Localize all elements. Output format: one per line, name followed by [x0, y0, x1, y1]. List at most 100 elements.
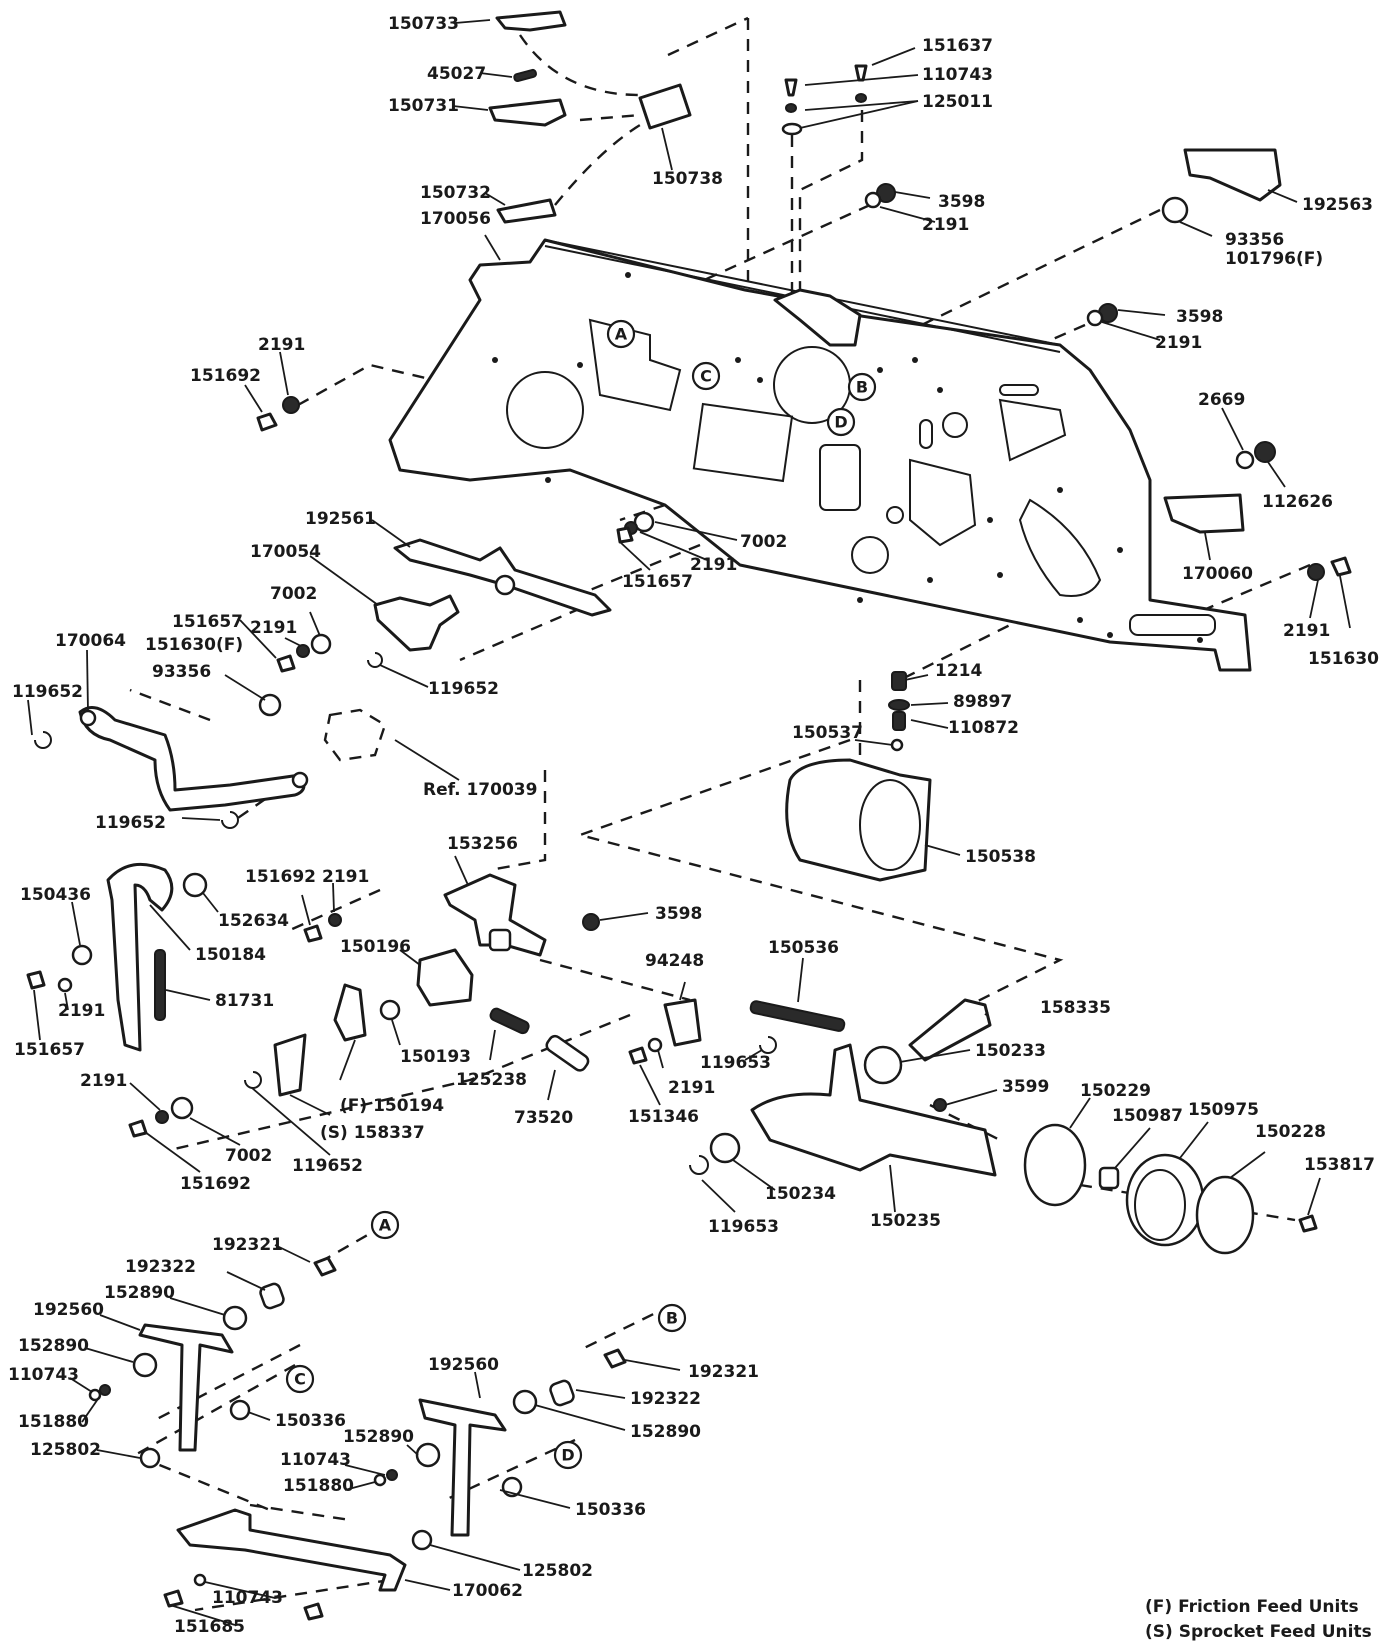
label-150536: 150536 [768, 938, 839, 958]
part-number-labels: 150733 45027 150731 150738 150732 170056… [8, 14, 1379, 1637]
label-150184: 150184 [195, 945, 266, 965]
label-150733: 150733 [388, 14, 459, 34]
label-192560-a: 192560 [33, 1300, 104, 1320]
label-3598-a: 3598 [938, 192, 985, 212]
label-ref-170039: Ref. 170039 [423, 780, 537, 800]
label-2191-c: 2191 [258, 335, 305, 355]
bracket-153256 [443, 873, 547, 957]
label-170056: 170056 [420, 209, 491, 229]
label-2191-d: 2191 [690, 555, 737, 575]
label-192322-a: 192322 [125, 1257, 196, 1277]
label-110743-b: 110743 [280, 1450, 351, 1470]
label-110743-top: 110743 [922, 65, 993, 85]
callout-c-plate: C [700, 367, 712, 386]
label-2191-g: 2191 [322, 867, 369, 887]
callout-d-plate: D [834, 413, 847, 432]
label-153817: 153817 [1304, 1155, 1375, 1175]
label-151880-b: 151880 [283, 1476, 354, 1496]
label-73520: 73520 [514, 1108, 573, 1128]
label-150731: 150731 [388, 96, 459, 116]
label-170054: 170054 [250, 542, 321, 562]
label-93356-b: 93356 [152, 662, 211, 682]
screw-151637-a [784, 78, 798, 97]
label-151657-b: 151657 [172, 612, 243, 632]
solenoid-150538 [785, 671, 932, 882]
label-150234: 150234 [765, 1184, 836, 1204]
legend-friction: (F) Friction Feed Units [1145, 1597, 1359, 1617]
label-125238: 125238 [456, 1070, 527, 1090]
label-3598-c: 3598 [655, 904, 702, 924]
side-plate-170056 [388, 238, 1252, 672]
label-119652-b: 119652 [428, 679, 499, 699]
callout-d-lower: D [561, 1446, 574, 1465]
label-150235: 150235 [870, 1211, 941, 1231]
link-170064 [78, 706, 306, 812]
label-170064: 170064 [55, 631, 126, 651]
bracket-170062 [176, 1508, 407, 1592]
legend: (F) Friction Feed Units (S) Sprocket Fee… [1145, 1597, 1372, 1642]
label-150975: 150975 [1188, 1100, 1259, 1120]
label-89897: 89897 [953, 692, 1012, 712]
label-150336-a: 150336 [275, 1411, 346, 1431]
callout-a-plate: A [615, 325, 628, 344]
spring-150536 [749, 1000, 846, 1032]
linkage-assembly [34, 511, 655, 829]
label-150987: 150987 [1112, 1106, 1183, 1126]
label-150193: 150193 [400, 1047, 471, 1067]
label-151637: 151637 [922, 36, 993, 56]
label-2191-f: 2191 [1283, 621, 1330, 641]
label-3599: 3599 [1002, 1077, 1049, 1097]
top-small-parts [256, 10, 1352, 581]
bracket-150733 [495, 10, 567, 32]
label-1214: 1214 [935, 661, 982, 681]
label-7002-b: 7002 [270, 584, 317, 604]
screw-151630 [1330, 556, 1352, 577]
label-152890-d: 152890 [343, 1427, 414, 1447]
plate-callouts: A C B D [606, 319, 877, 437]
label-150537: 150537 [792, 723, 863, 743]
label-151630f: 151630(F) [145, 635, 243, 655]
spring-45027 [513, 68, 537, 83]
label-151685: 151685 [174, 1617, 245, 1637]
plate-170054 [373, 594, 460, 652]
label-2191-i: 2191 [668, 1078, 715, 1098]
label-2191-h: 2191 [58, 1001, 105, 1021]
label-150194f: (F) 150194 [340, 1096, 444, 1116]
disc-150228 [1195, 1175, 1255, 1255]
screw-151637-b [854, 64, 868, 82]
label-192321-a: 192321 [212, 1235, 283, 1255]
label-150538: 150538 [965, 847, 1036, 867]
label-151657-a: 151657 [622, 572, 693, 592]
label-110743-c: 110743 [212, 1588, 283, 1608]
label-112626: 112626 [1262, 492, 1333, 512]
label-125802-b: 125802 [522, 1561, 593, 1581]
paper-guide-group [88, 1256, 627, 1621]
label-192560-b: 192560 [428, 1355, 499, 1375]
label-2191-a: 2191 [922, 215, 969, 235]
latch-150184 [106, 862, 174, 1052]
label-150228: 150228 [1255, 1122, 1326, 1142]
label-150738: 150738 [652, 169, 723, 189]
label-152890-b: 152890 [18, 1336, 89, 1356]
label-152634: 152634 [218, 911, 289, 931]
bracket-170060 [1163, 493, 1245, 534]
disc-150229 [1023, 1123, 1087, 1207]
label-158337s: (S) 158337 [320, 1123, 425, 1143]
cam-150194 [333, 983, 367, 1042]
lever-150235 [750, 1043, 997, 1177]
callout-b-lower: B [666, 1309, 678, 1328]
label-94248: 94248 [645, 951, 704, 971]
drum-150975 [1125, 1153, 1205, 1247]
lower-callouts: A C B D [285, 1210, 687, 1470]
label-7002-a: 7002 [740, 532, 787, 552]
label-150732: 150732 [420, 183, 491, 203]
label-45027: 45027 [427, 64, 486, 84]
right-group [628, 998, 1318, 1255]
screw-151692-a [256, 412, 278, 432]
label-151880-a: 151880 [18, 1412, 89, 1432]
label-150336-b: 150336 [575, 1500, 646, 1520]
label-151692-b: 151692 [245, 867, 316, 887]
label-125011: 125011 [922, 92, 993, 112]
label-192561: 192561 [305, 509, 376, 529]
